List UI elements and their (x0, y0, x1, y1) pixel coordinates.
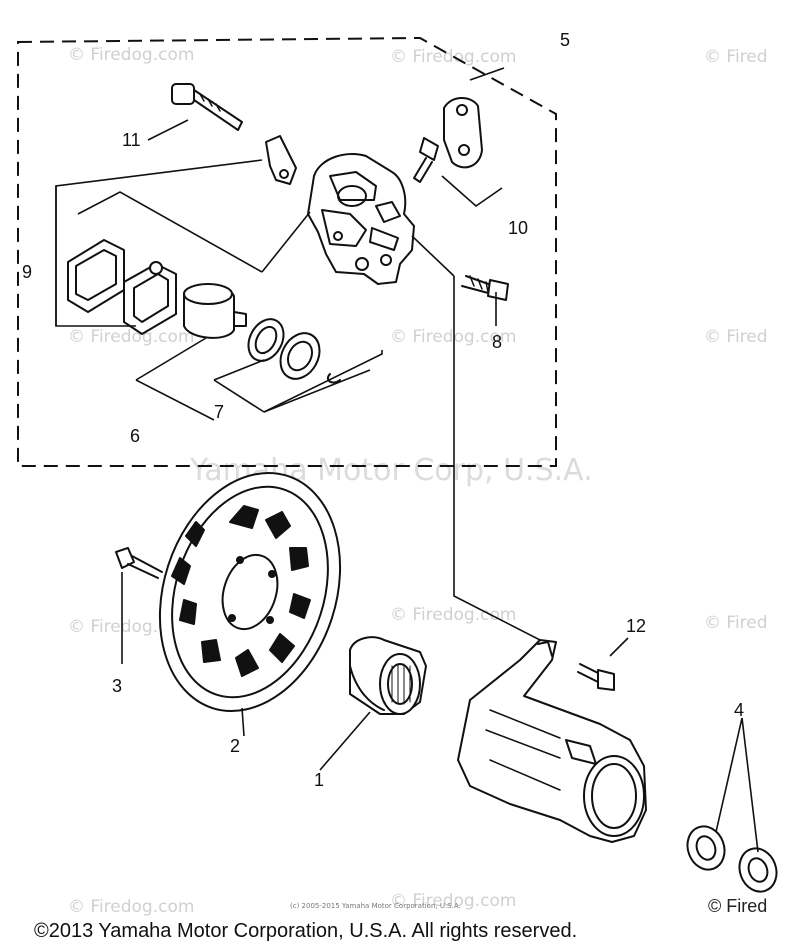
brake-disc (158, 471, 342, 713)
watermark: © Firedog.com (390, 891, 516, 911)
callout-7: 7 (214, 402, 224, 422)
callout-8: 8 (492, 332, 502, 352)
corner-watermark: © Fired (708, 896, 768, 916)
watermark: © Firedog.com (68, 45, 194, 65)
callout-5: 5 (560, 30, 570, 50)
watermark: © Firedog.com (68, 327, 194, 347)
fine-print: (c) 2005-2015 Yamaha Motor Corporation, … (290, 902, 461, 910)
nut-pair (686, 825, 778, 893)
watermark: © Fired (704, 327, 768, 347)
pad-support (413, 97, 483, 183)
callout-6: 6 (130, 426, 140, 446)
assembly-frame-dashed (17, 36, 557, 467)
mounting-bolt (577, 663, 615, 691)
caliper-bracket (457, 639, 647, 843)
watermark: © Fired (704, 613, 768, 633)
leader-lines (55, 67, 759, 853)
copyright-notice: ©2013 Yamaha Motor Corporation, U.S.A. A… (34, 920, 578, 942)
piston-seals (247, 318, 341, 384)
pin-bolt (171, 83, 243, 131)
callout-12: 12 (626, 616, 646, 636)
callout-3: 3 (112, 676, 122, 696)
rear-hub (349, 636, 427, 715)
pad-set (67, 239, 177, 335)
disc-bolt (115, 547, 163, 579)
watermark: © Firedog.com (68, 897, 194, 917)
callout-4: 4 (734, 700, 744, 720)
caliper-body (307, 153, 415, 285)
watermark: © Firedog.com (390, 605, 516, 625)
piston (183, 283, 247, 339)
pad-clip (265, 135, 297, 185)
callout-11: 11 (122, 130, 141, 150)
callout-10: 10 (508, 218, 528, 238)
callout-1: 1 (314, 770, 324, 790)
caliper-bolt (461, 275, 509, 301)
watermark: © Fired (704, 47, 768, 67)
watermark-layer: © Firedog.com © Firedog.com © Fired © Fi… (68, 45, 768, 917)
callout-2: 2 (230, 736, 240, 756)
callout-9: 9 (22, 262, 32, 282)
callouts: 1 2 3 4 5 6 7 8 9 10 11 12 (22, 30, 744, 790)
